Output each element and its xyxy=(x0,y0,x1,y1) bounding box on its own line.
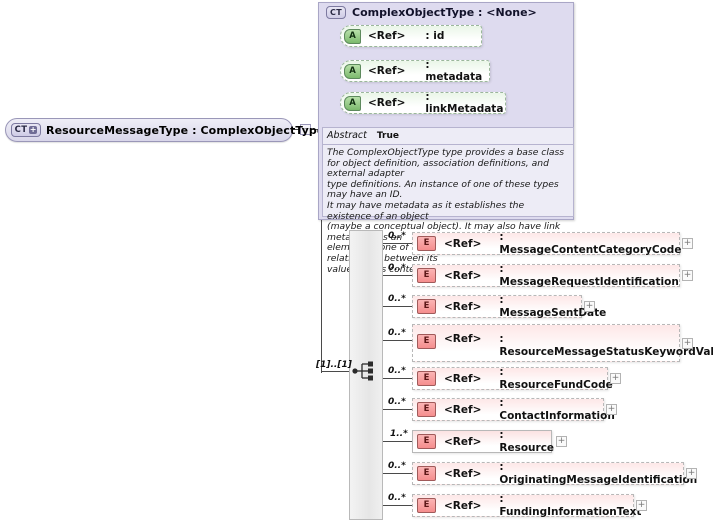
element-row[interactable]: E <Ref> : MessageSentDate xyxy=(412,294,606,319)
attribute-row[interactable]: A <Ref> : id xyxy=(340,25,482,47)
element-cardinality: 0..* xyxy=(388,328,406,338)
attribute-icon: A xyxy=(344,28,361,44)
element-row[interactable]: E <Ref> : MessageRequestIdentification xyxy=(412,262,680,288)
connector-root-expander xyxy=(293,129,300,130)
connector-element xyxy=(383,409,412,410)
element-icon: E xyxy=(417,498,436,513)
element-icon: E xyxy=(417,434,436,449)
element-ref: <Ref> xyxy=(444,237,482,250)
sequence-icon[interactable] xyxy=(352,360,380,382)
complextype-plus-icon: CT+ xyxy=(11,123,41,137)
element-icon: E xyxy=(417,466,436,481)
element-icon: E xyxy=(417,236,436,251)
element-expander[interactable]: + xyxy=(584,301,595,312)
connector-trunk-vertical xyxy=(321,113,322,373)
connector-element xyxy=(383,441,412,442)
base-type-header: CT ComplexObjectType : <None> xyxy=(326,6,537,19)
element-ref: <Ref> xyxy=(444,435,482,448)
documentation-box: Abstract True The ComplexObjectType type… xyxy=(322,127,574,274)
element-row[interactable]: E <Ref> : FundingInformationText xyxy=(412,493,641,518)
element-row[interactable]: E <Ref> : ResourceFundCode xyxy=(412,366,613,391)
element-icon: E xyxy=(417,402,436,417)
abstract-row: Abstract True xyxy=(323,128,573,145)
attribute-name: : linkMetadata xyxy=(425,91,504,115)
element-expander[interactable]: + xyxy=(682,238,693,249)
element-ref: <Ref> xyxy=(444,499,482,512)
element-ref: <Ref> xyxy=(444,269,482,282)
connector-element xyxy=(383,473,412,474)
element-name: : MessageRequestIdentification xyxy=(499,262,679,288)
element-name: : MessageSentDate xyxy=(499,293,607,319)
element-ref: <Ref> xyxy=(444,333,482,345)
element-name: : ContactInformation xyxy=(499,396,615,422)
element-icon: E xyxy=(417,268,436,283)
element-row[interactable]: E <Ref> : OriginatingMessageIdentificati… xyxy=(412,461,697,486)
attribute-name: : id xyxy=(425,30,445,42)
abstract-label: Abstract xyxy=(327,130,367,141)
attribute-name: : metadata xyxy=(425,59,483,83)
connector-expander-trunk xyxy=(311,129,321,130)
element-icon: E xyxy=(417,371,436,386)
attribute-row[interactable]: A <Ref> : metadata xyxy=(340,59,490,83)
complextype-icon: CT xyxy=(326,6,346,19)
element-ref: <Ref> xyxy=(444,300,482,313)
element-expander[interactable]: + xyxy=(556,436,567,447)
root-expander-box[interactable]: - xyxy=(300,124,311,135)
element-row[interactable]: E <Ref> : MessageContentCategoryCode xyxy=(412,230,682,256)
element-cardinality: 0..* xyxy=(388,397,406,407)
element-expander[interactable]: + xyxy=(686,468,697,479)
element-cardinality: 1..* xyxy=(390,429,408,439)
element-icon: E xyxy=(417,299,436,314)
attribute-row[interactable]: A <Ref> : linkMetadata xyxy=(340,91,506,115)
badge-text: CT xyxy=(14,124,28,135)
element-row[interactable]: E <Ref> : Resource xyxy=(412,428,555,454)
attribute-ref: <Ref> xyxy=(368,97,406,109)
attribute-ref: <Ref> xyxy=(368,65,406,77)
element-ref: <Ref> xyxy=(444,372,482,385)
attribute-ref: <Ref> xyxy=(368,30,406,42)
element-cardinality: 0..* xyxy=(388,493,406,503)
element-icon: E xyxy=(417,334,436,349)
sequence-container xyxy=(349,230,383,520)
attribute-icon: A xyxy=(344,63,361,79)
element-name: : OriginatingMessageIdentification xyxy=(499,460,698,486)
element-name: : FundingInformationText xyxy=(499,492,642,518)
element-ref: <Ref> xyxy=(444,403,482,416)
plus-glyph: + xyxy=(29,125,38,134)
connector-element xyxy=(383,340,412,341)
connector-element xyxy=(383,243,412,244)
element-row[interactable]: E <Ref> : ResourceMessageStatusKeywordVa… xyxy=(412,324,713,362)
element-cardinality: 0..* xyxy=(388,366,406,376)
root-type-node[interactable]: CT+ ResourceMessageType : ComplexObjectT… xyxy=(5,118,324,142)
abstract-value: True xyxy=(376,131,399,141)
element-expander[interactable]: + xyxy=(606,404,617,415)
attribute-icon: A xyxy=(344,95,361,111)
element-name: : ResourceMessageStatusKeywordValue xyxy=(499,333,713,358)
base-type-title: ComplexObjectType : <None> xyxy=(352,6,537,19)
element-expander[interactable]: + xyxy=(682,338,693,349)
element-cardinality: 0..* xyxy=(388,231,406,241)
element-cardinality: 0..* xyxy=(388,294,406,304)
element-cardinality: 0..* xyxy=(388,263,406,273)
element-row[interactable]: E <Ref> : ContactInformation xyxy=(412,397,615,422)
element-expander[interactable]: + xyxy=(636,500,647,511)
element-name: : MessageContentCategoryCode xyxy=(499,230,682,256)
element-cardinality: 0..* xyxy=(388,461,406,471)
element-name: : Resource xyxy=(499,428,555,454)
connector-element xyxy=(383,306,412,307)
sequence-cardinality: [1]..[1] xyxy=(316,360,352,370)
element-ref: <Ref> xyxy=(444,467,482,480)
element-expander[interactable]: + xyxy=(682,270,693,281)
connector-trunk-sequence xyxy=(321,371,353,372)
root-type-label: ResourceMessageType : ComplexObjectType xyxy=(46,123,325,137)
connector-element xyxy=(383,275,412,276)
element-expander[interactable]: + xyxy=(610,373,621,384)
connector-element xyxy=(383,505,412,506)
element-name: : ResourceFundCode xyxy=(499,365,613,391)
connector-element xyxy=(383,378,412,379)
